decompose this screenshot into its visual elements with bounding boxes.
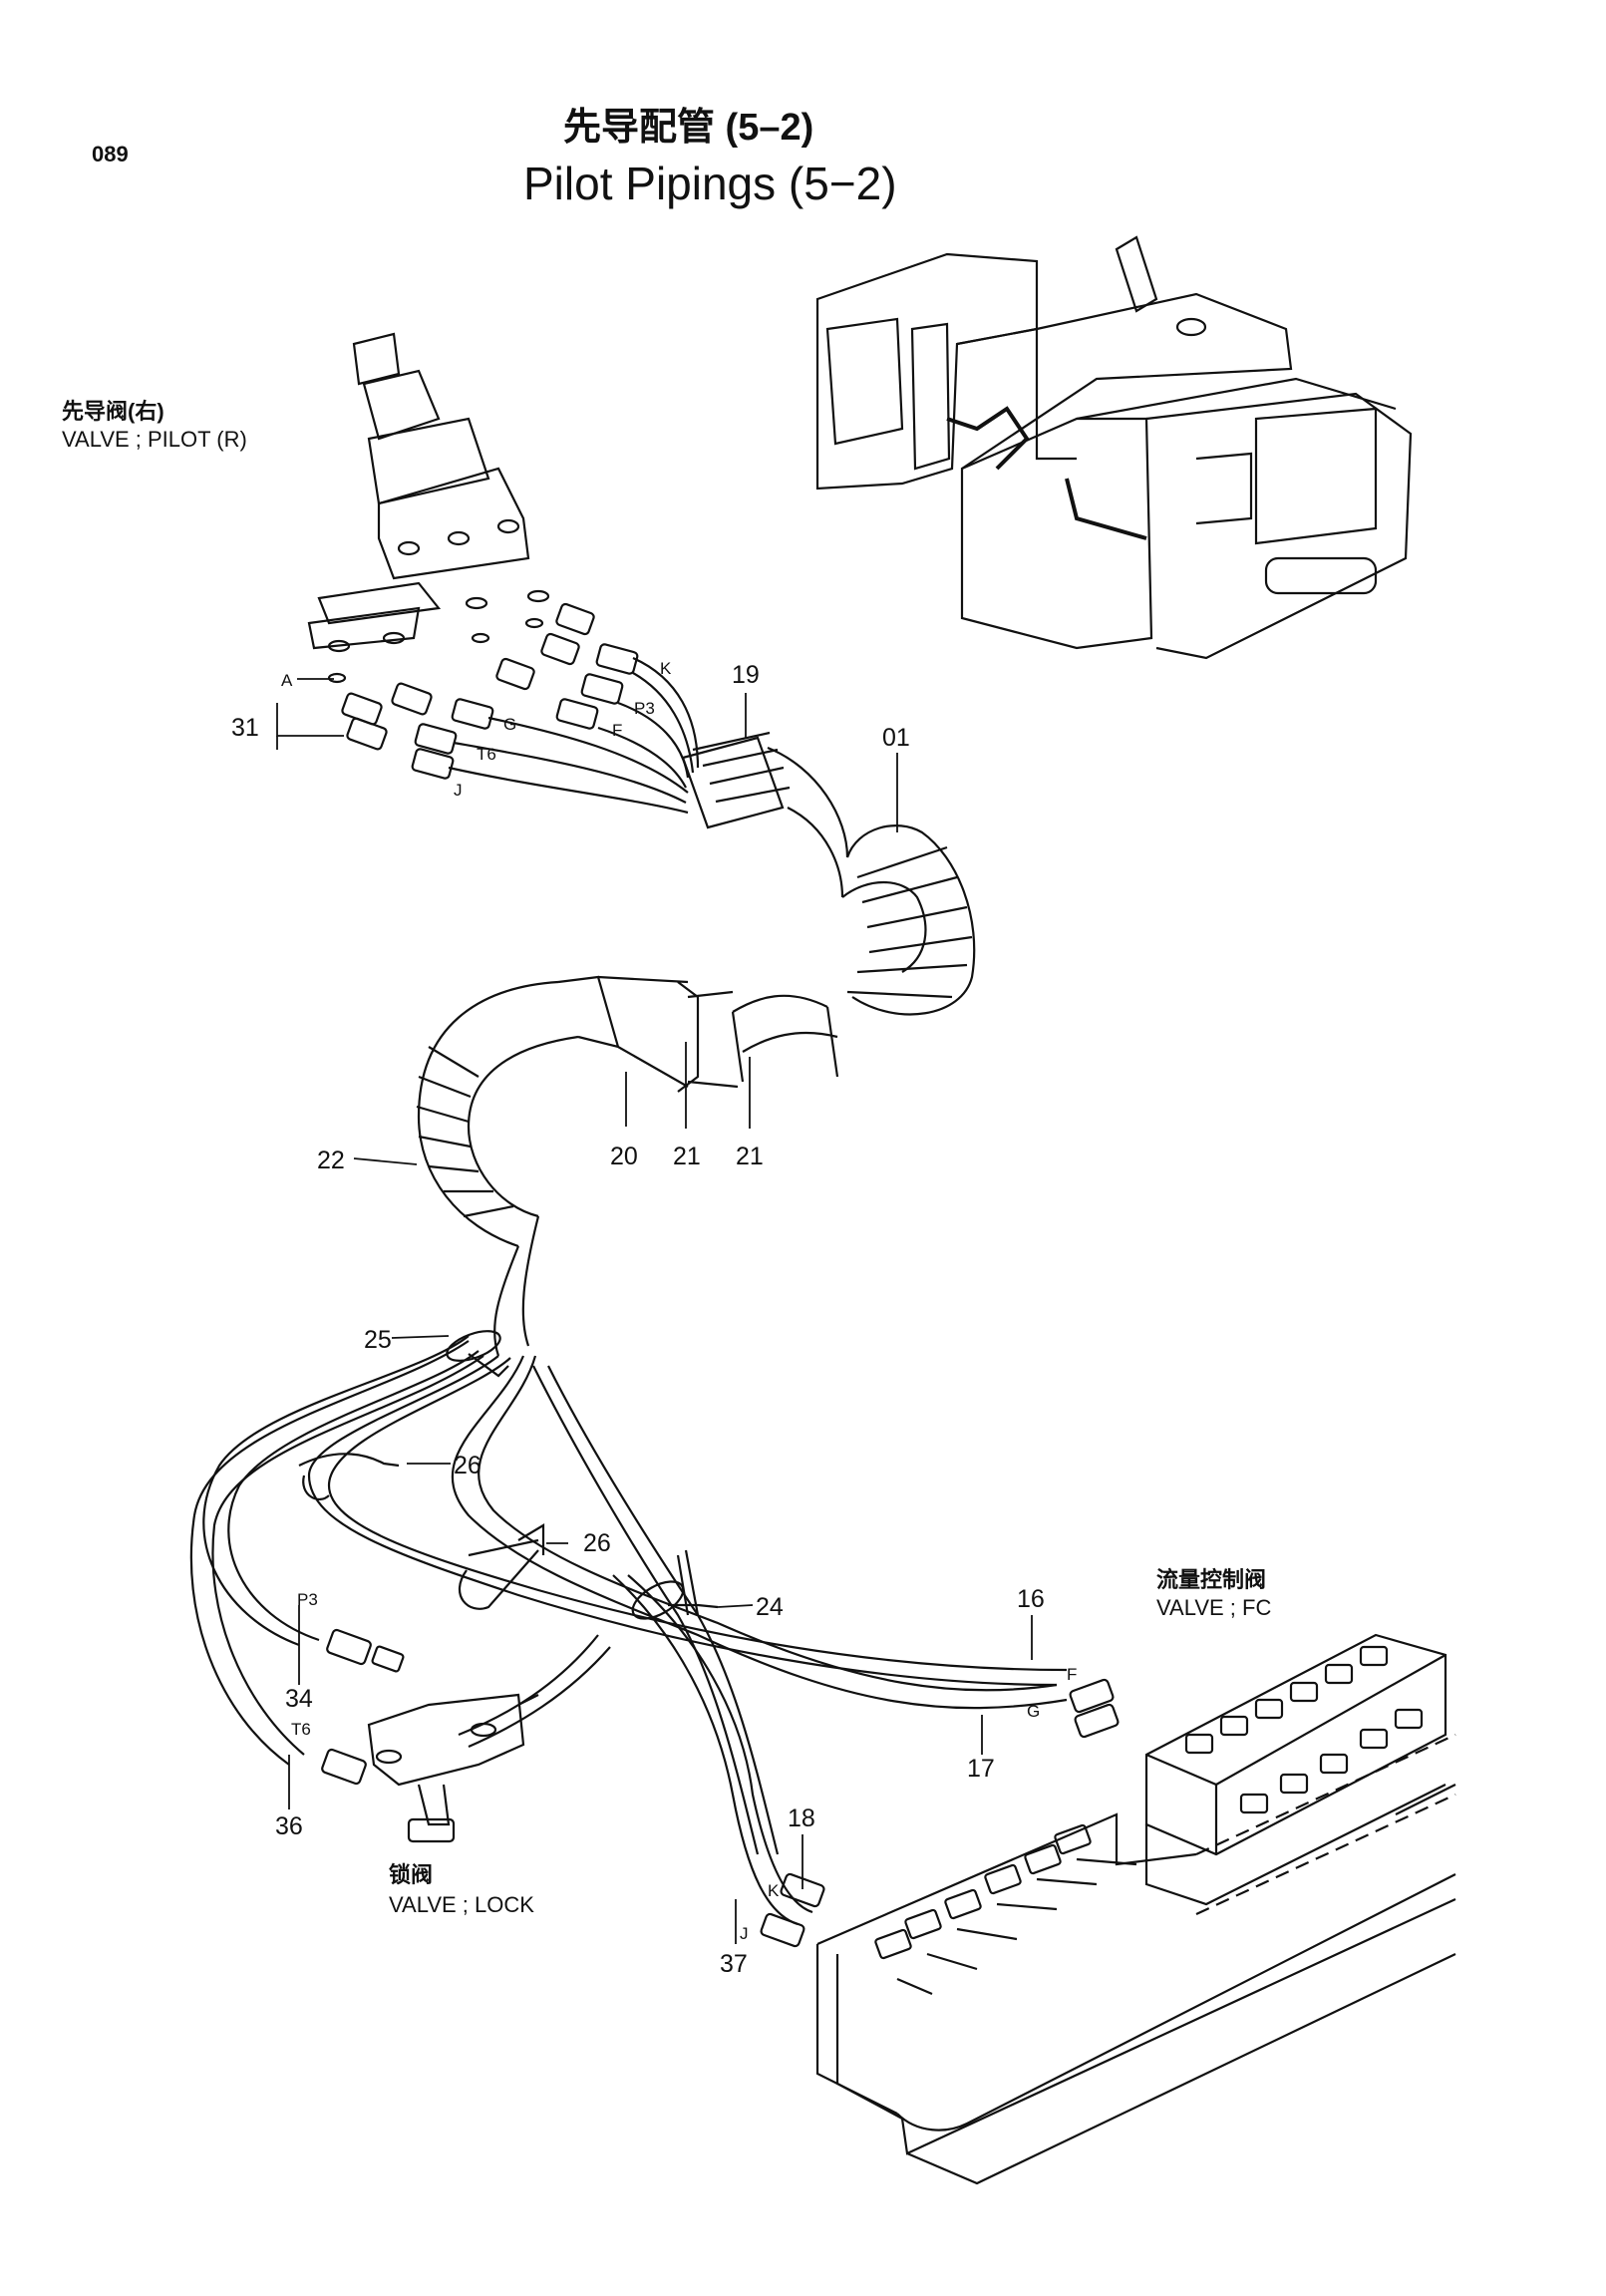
fc-valve-label-chinese: 流量控制阀 [1156,1567,1266,1592]
callout-number: 34 [285,1685,313,1713]
callout-number: 17 [967,1755,995,1783]
lock-valve-illustration [321,1628,539,1843]
callout-number: 21 [673,1143,701,1170]
callout-number: 19 [732,661,760,689]
corrugated-tube [677,731,976,1093]
callout-number: 01 [882,724,910,752]
callout-number: 16 [1017,1585,1045,1613]
callout-number: 31 [231,714,259,742]
callout-number: 20 [610,1143,638,1170]
excavator-overview-illustration [815,235,1413,660]
callout-number: 22 [317,1147,345,1174]
hose-runs-lower [189,1335,1068,1926]
page-number: 089 [92,142,129,166]
callout-number: 24 [756,1593,784,1621]
callout-number: 37 [720,1950,748,1978]
port-letter: T6 [477,745,496,764]
callout-number: 36 [275,1812,303,1840]
port-letter: P3 [297,1590,318,1609]
port-letter: J [454,781,463,800]
port-letter: F [612,721,622,740]
port-letter: F [1067,1665,1077,1684]
callout-number: 25 [364,1326,392,1354]
pilot-valve-illustration [307,332,550,684]
callout-number: 18 [788,1804,815,1832]
wrapped-hose-section [416,975,689,1357]
fc-valve-illustration [1069,1633,1447,1906]
fc-valve-label-english: VALVE ; FC [1156,1595,1271,1620]
callout-number: 21 [736,1143,764,1170]
control-valve-bank-illustration [760,1734,1456,2185]
pilot-valve-label-english: VALVE ; PILOT (R) [62,427,247,452]
callout-number: 26 [583,1529,611,1557]
port-letter: K [660,659,672,678]
hose-clamps [298,1330,719,1620]
lock-valve-label-chinese: 锁阀 [389,1862,433,1887]
title-english: Pilot Pipings (5−2) [523,158,897,209]
lock-valve-label-english: VALVE ; LOCK [389,1892,534,1917]
port-letter: A [281,671,293,690]
callout-number: 26 [454,1452,482,1479]
port-letter: J [740,1924,749,1943]
pilot-valve-label-chinese: 先导阀(右) [62,399,164,424]
port-letter: G [1027,1702,1040,1721]
port-letter: G [503,715,516,734]
port-letter: P3 [634,699,655,718]
port-letter: T6 [291,1720,311,1739]
hose-bundle-upper [448,656,700,815]
port-letter: K [768,1881,780,1900]
callout-leaders [276,678,1033,1944]
title-chinese: 先导配管 (5–2) [563,107,813,149]
